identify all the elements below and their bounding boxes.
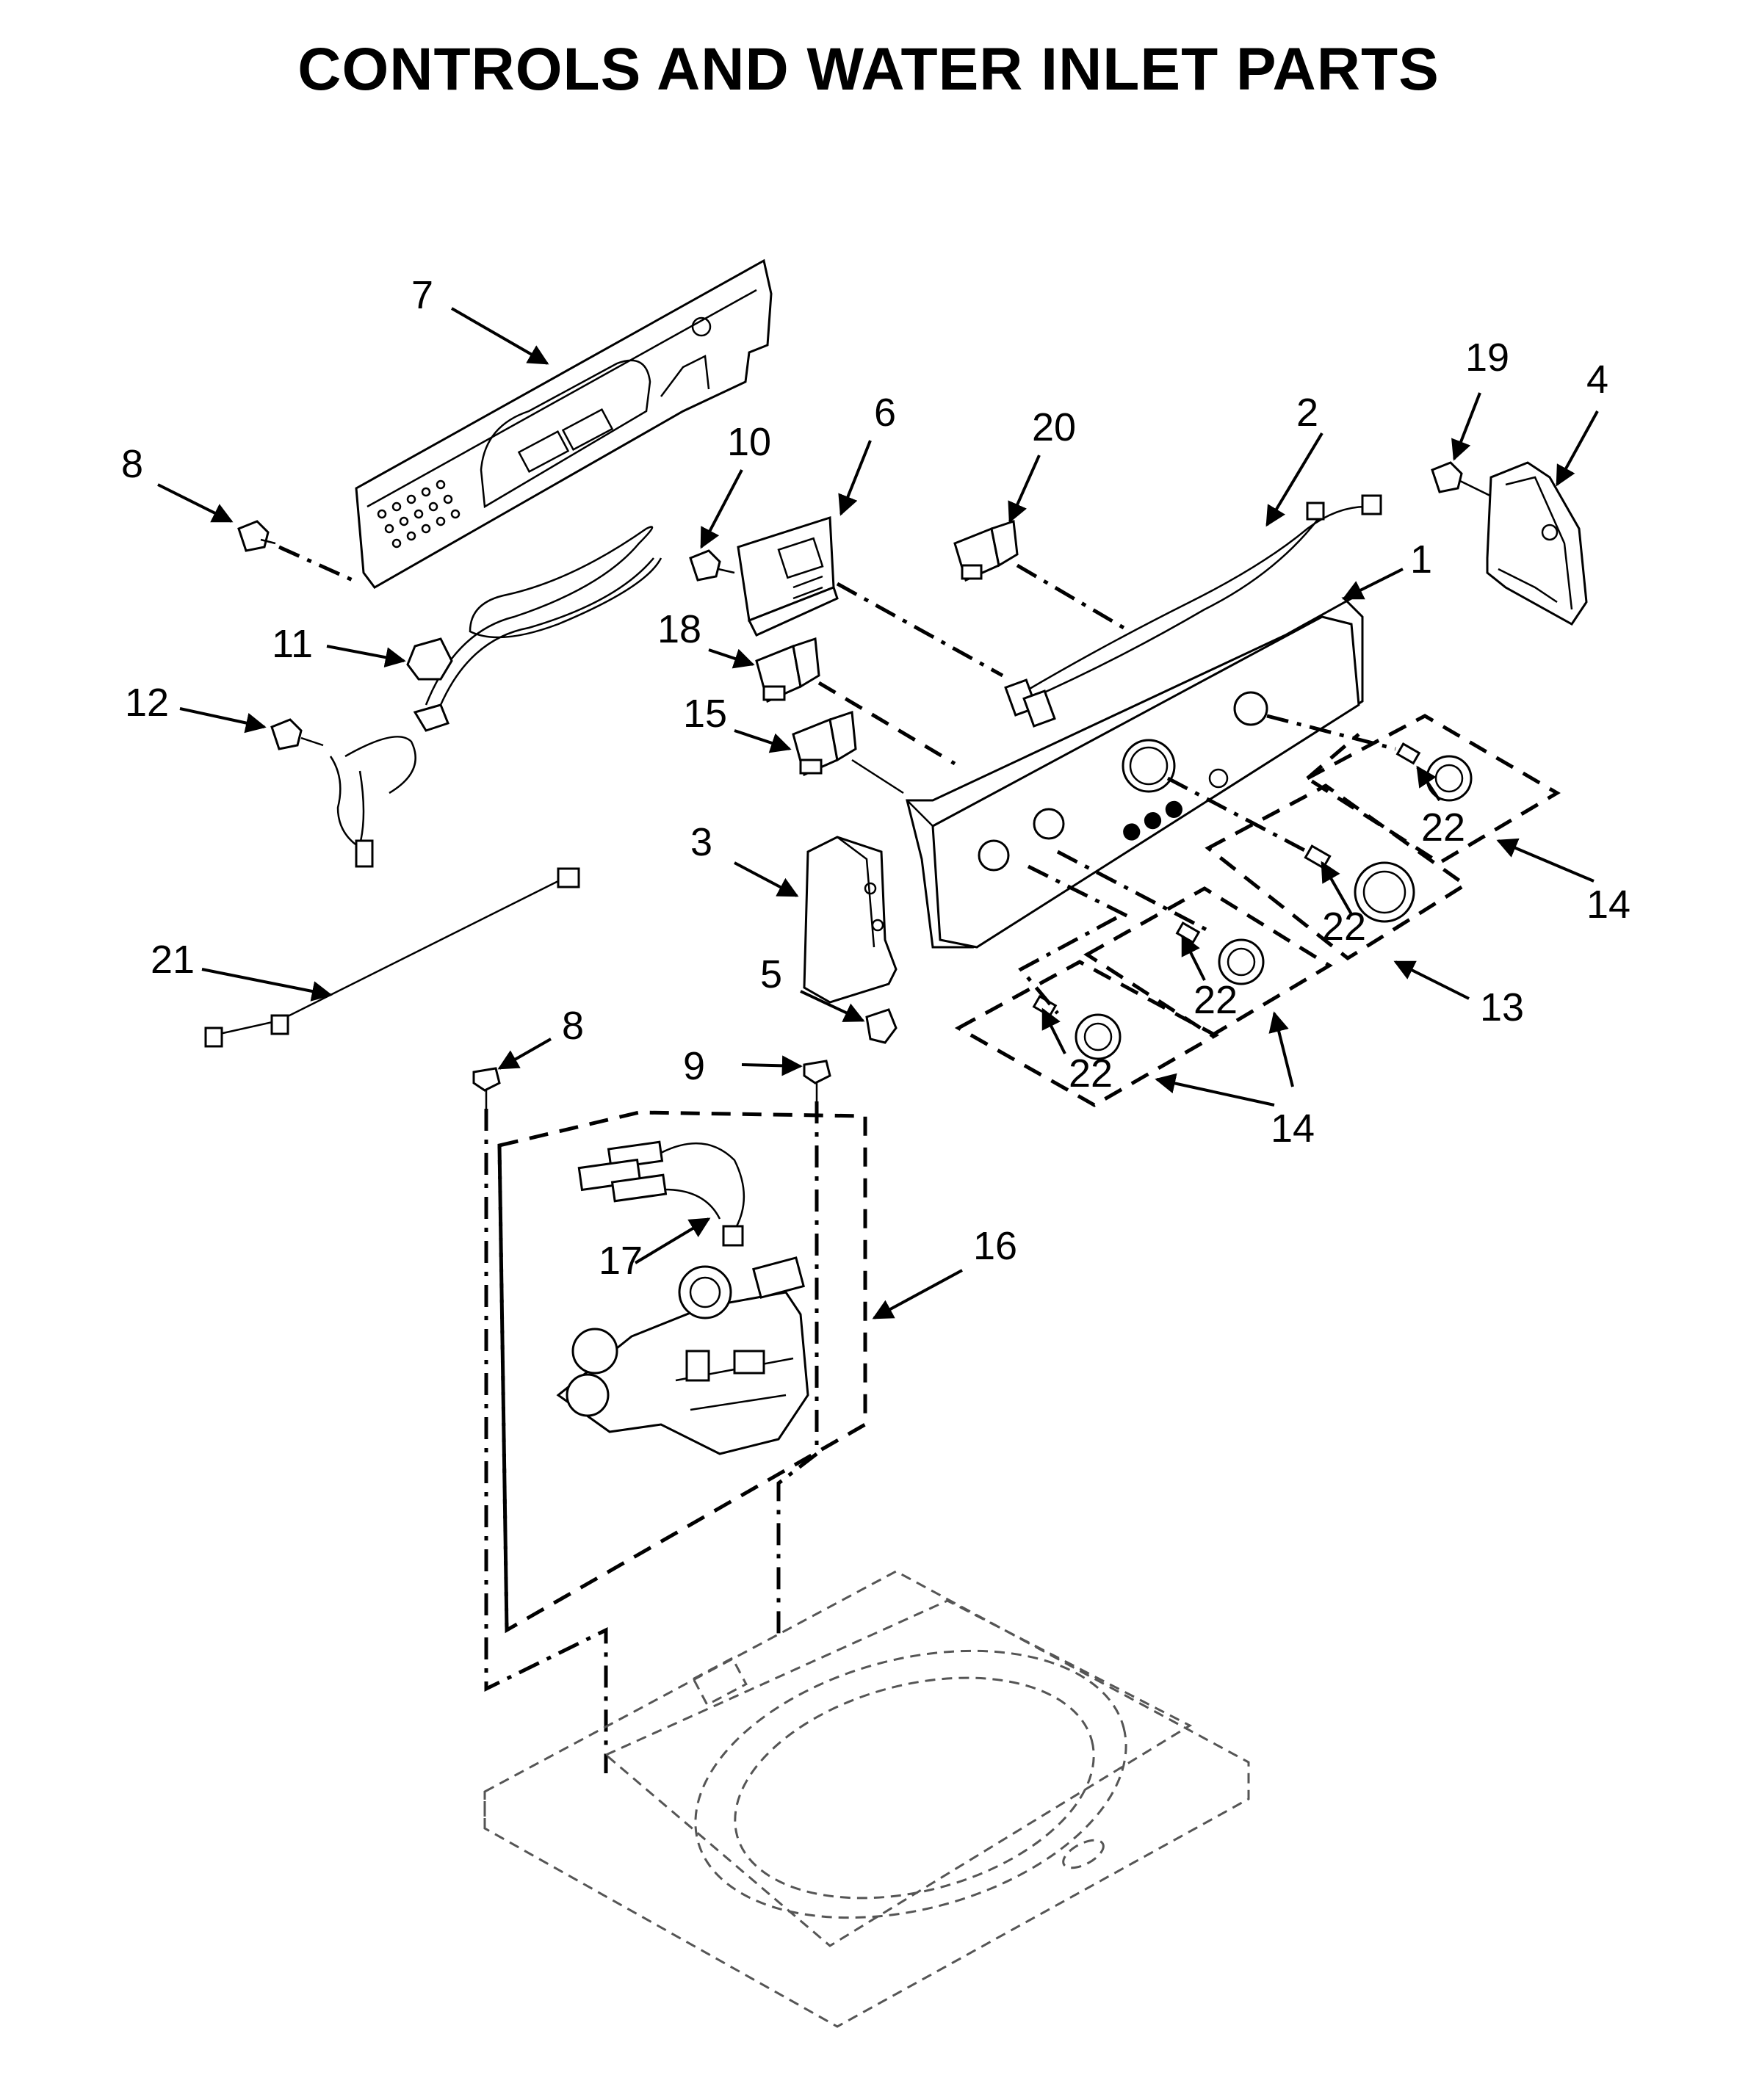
leader-20 (1016, 563, 1125, 630)
part-12-screw-harness[interactable] (270, 718, 416, 868)
part-4-end-cap[interactable] (1486, 461, 1588, 626)
part-8-screw-bottom[interactable] (472, 1067, 501, 1109)
leader-8a (278, 545, 354, 582)
part-7-console-back[interactable] (355, 258, 773, 589)
callout-2: 2 (1296, 391, 1318, 435)
callout-4: 4 (1586, 358, 1608, 402)
callout-14-right: 14 (1586, 883, 1631, 927)
part-18-switch[interactable] (755, 637, 820, 703)
part-10-screw[interactable] (689, 549, 735, 582)
leader-15 (851, 758, 904, 794)
part-11-power-cord[interactable] (406, 526, 662, 732)
knob-group-mid[interactable] (1083, 886, 1333, 1038)
callout-3: 3 (690, 820, 712, 864)
callout-5: 5 (760, 952, 782, 996)
part-6-control-board[interactable] (737, 515, 839, 637)
callout-21: 21 (151, 938, 195, 982)
callout-22-mid: 22 (1193, 978, 1238, 1022)
callout-22-right: 22 (1421, 805, 1465, 850)
callout-1: 1 (1410, 537, 1432, 582)
callout-19: 19 (1465, 336, 1509, 380)
leader-knob-2 (1056, 850, 1213, 935)
cabinet-top (483, 1570, 1250, 2028)
callout-22-center: 22 (1322, 905, 1366, 949)
leader-knob-5 (1018, 916, 1118, 1015)
callout-8-bottom: 8 (562, 1004, 584, 1048)
callout-18: 18 (657, 607, 701, 651)
callout-22-left: 22 (1069, 1051, 1113, 1096)
leader-knob-1 (1027, 864, 1133, 920)
page-title: CONTROLS AND WATER INLET PARTS (297, 36, 1440, 103)
part-21-wire-harness[interactable] (204, 867, 580, 1048)
part-inlet-valve-assembly[interactable] (556, 1256, 809, 1455)
part-2-wire-harness[interactable] (1004, 494, 1382, 728)
callout-8-top: 8 (121, 442, 143, 486)
callout-arrows (157, 307, 1599, 1319)
callout-11: 11 (272, 622, 313, 666)
leader-16-right (776, 1101, 819, 1637)
part-16-frame-edge (497, 1145, 509, 1631)
callout-labels: 7 8 10 6 20 2 19 4 1 11 12 18 15 3 5 21 … (121, 273, 1631, 1283)
callout-7: 7 (411, 273, 433, 317)
callout-14-bottom: 14 (1271, 1107, 1315, 1151)
part-1-control-panel[interactable]: ●●● (906, 597, 1364, 949)
leader-18 (817, 681, 956, 766)
callout-17: 17 (599, 1239, 643, 1283)
leader-6 (836, 582, 1004, 678)
callout-16: 16 (973, 1224, 1017, 1268)
callout-15: 15 (683, 692, 727, 736)
part-9-screw[interactable] (803, 1060, 831, 1101)
callout-13: 13 (1480, 985, 1524, 1029)
part-3-side-cover[interactable] (803, 836, 898, 1004)
part-20-switch[interactable] (953, 519, 1019, 582)
part-15-switch[interactable] (792, 710, 857, 777)
leader-knob-3 (1166, 776, 1309, 854)
callout-20: 20 (1032, 405, 1076, 449)
part-5-clip[interactable] (865, 1008, 898, 1044)
part-8-screw-top[interactable] (237, 520, 276, 552)
callout-12: 12 (125, 681, 169, 725)
callout-6: 6 (874, 391, 896, 435)
callout-9: 9 (683, 1044, 705, 1088)
part-17-harness[interactable] (577, 1140, 745, 1247)
callout-10: 10 (727, 420, 771, 464)
